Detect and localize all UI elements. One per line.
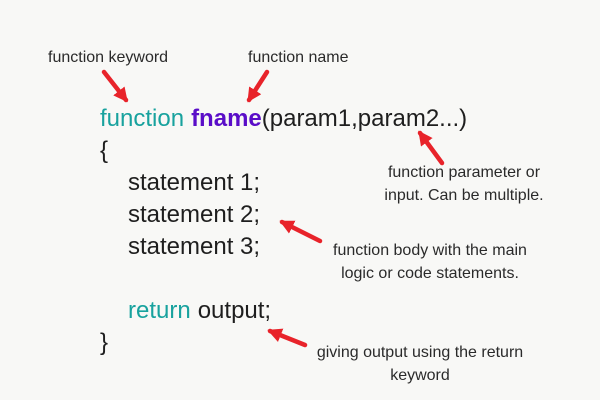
- function-keyword: function: [100, 105, 185, 132]
- close-brace: }: [100, 329, 109, 356]
- annotation-output-line-1: giving output using the return: [316, 344, 524, 361]
- function-parameters: (param1,param2...): [261, 105, 468, 132]
- annotation-parameter-line-2: input. Can be multiple.: [384, 187, 544, 204]
- callout-function-name: function name: [248, 49, 349, 66]
- statement-line-1: statement 1;: [128, 169, 261, 196]
- arrow-to-function-name: [246, 69, 270, 103]
- annotation-body-line-2: logic or code statements.: [341, 265, 519, 282]
- statement-line-2: statement 2;: [128, 201, 261, 228]
- annotation-parameter: function parameter or input. Can be mult…: [324, 161, 600, 207]
- annotation-function-body: function body with the main logic or cod…: [290, 239, 570, 285]
- annotation-return-output: giving output using the return keyword: [280, 341, 560, 387]
- annotation-body-line-1: function body with the main: [333, 242, 527, 259]
- annotation-output-line-2: keyword: [390, 367, 450, 384]
- return-value: output;: [197, 297, 272, 324]
- arrow-to-function-keyword: [101, 69, 129, 103]
- statement-line-3: statement 3;: [128, 233, 261, 260]
- annotation-parameter-line-1: function parameter or: [387, 164, 541, 181]
- open-brace: {: [100, 137, 109, 164]
- callout-function-keyword: function keyword: [48, 49, 169, 66]
- function-name: fname: [191, 105, 262, 132]
- return-keyword: return: [128, 297, 191, 324]
